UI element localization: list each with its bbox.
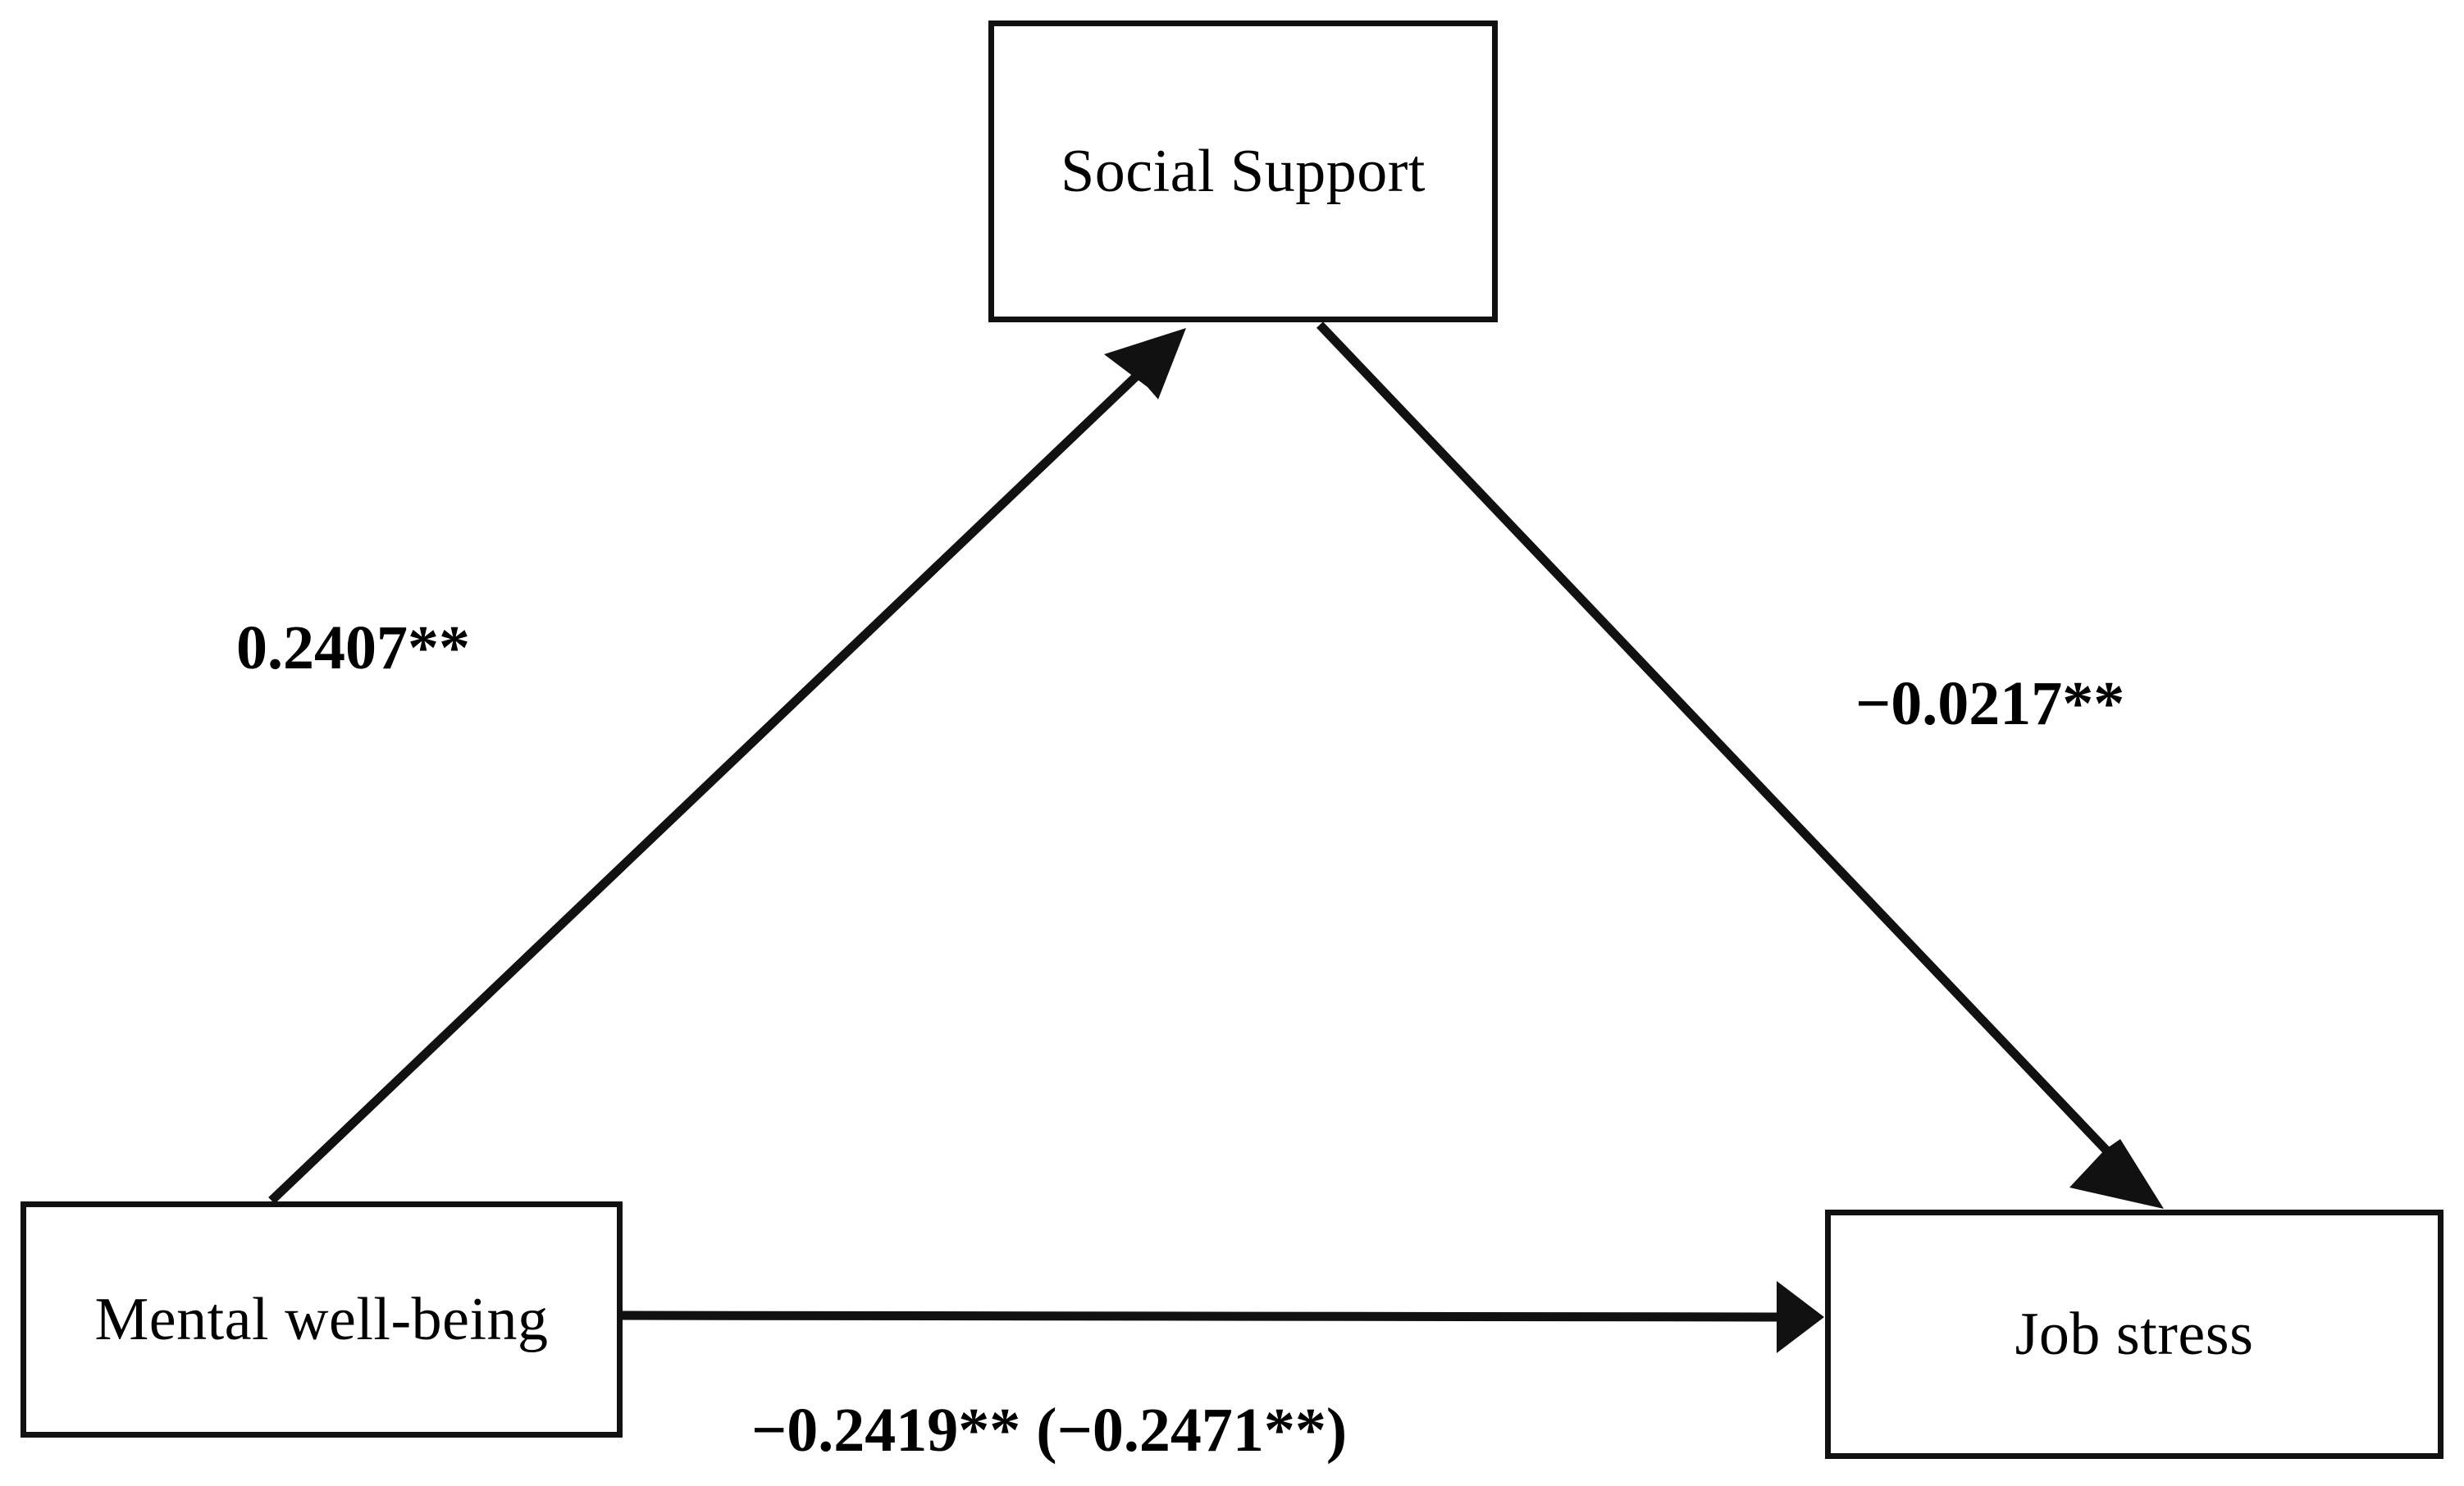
arrow-a-shaft <box>268 358 1156 1204</box>
node-mental-wellbeing-label: Mental well-being <box>94 1286 549 1353</box>
edge-label-c-path: −0.2419** (−0.2471**) <box>751 1396 1348 1465</box>
node-job-stress-label: Job stress <box>2015 1301 2254 1368</box>
arrow-b-head <box>2069 1139 2164 1209</box>
edge-label-b-path: −0.0217** <box>1855 669 2125 738</box>
node-mental-wellbeing[interactable]: Mental well-being <box>21 1201 623 1438</box>
edge-label-a-path: 0.2407** <box>236 613 470 682</box>
arrow-mental-wellbeing-to-social-support <box>268 328 1186 1204</box>
node-job-stress[interactable]: Job stress <box>1825 1210 2443 1459</box>
arrow-b-shaft <box>1316 321 2133 1178</box>
node-social-support-label: Social Support <box>1061 138 1426 205</box>
arrow-social-support-to-job-stress <box>1316 321 2164 1209</box>
arrow-mental-wellbeing-to-job-stress <box>614 1281 1824 1353</box>
arrow-c-shaft <box>614 1311 1781 1322</box>
arrow-c-head <box>1777 1281 1824 1353</box>
node-social-support[interactable]: Social Support <box>988 21 1498 322</box>
arrow-a-head <box>1104 328 1186 399</box>
